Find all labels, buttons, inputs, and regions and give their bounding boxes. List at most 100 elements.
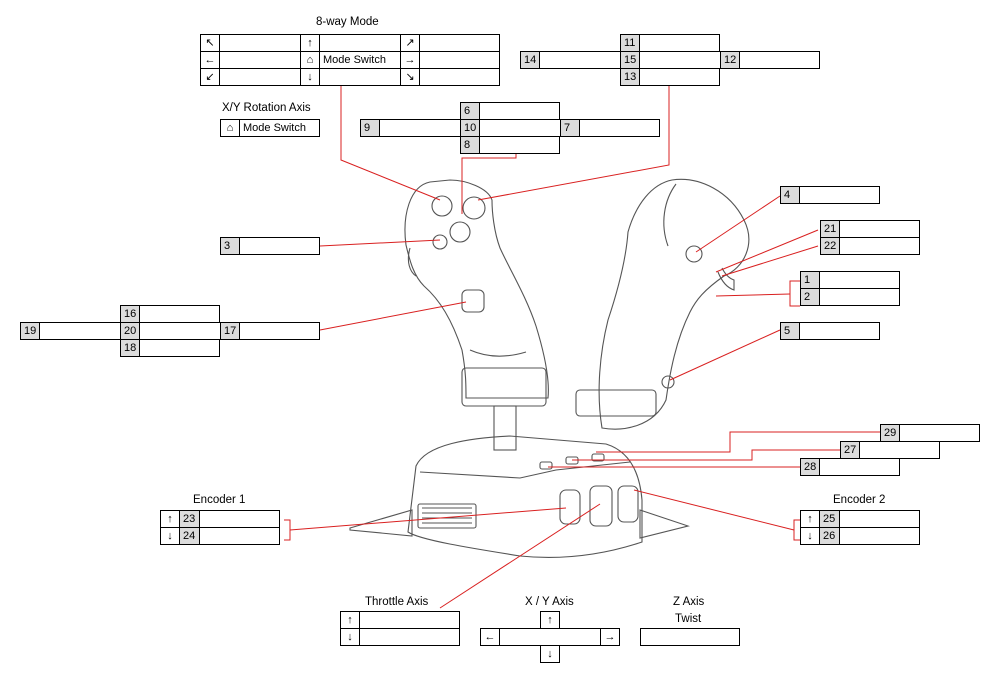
button-27-number: 27 <box>840 441 860 459</box>
z-axis-twist-field[interactable] <box>640 628 740 646</box>
leader-6-10 <box>461 152 517 214</box>
down-arrow-icon: ↓ <box>340 628 360 646</box>
right-stick-grip <box>598 178 750 430</box>
eightway-s-field[interactable] <box>319 68 401 86</box>
eightway-nw-field[interactable] <box>219 34 301 52</box>
button-17-number: 17 <box>220 322 240 340</box>
eightway-n-field[interactable] <box>319 34 401 52</box>
leader-1-2-link <box>715 293 791 297</box>
bracket-encoder-1 <box>284 519 291 541</box>
eightway-w-field[interactable] <box>219 51 301 69</box>
left-hat-a <box>431 195 453 217</box>
leader-22 <box>721 245 819 277</box>
up-arrow-icon: ↑ <box>540 611 560 629</box>
button-13-field[interactable] <box>639 68 720 86</box>
eightway-e-field[interactable] <box>419 51 500 69</box>
button-9-number: 9 <box>360 119 380 137</box>
button-19-field[interactable] <box>39 322 121 340</box>
base-button-28 <box>539 461 553 470</box>
eightway-ne-field[interactable] <box>419 34 500 52</box>
leader-21 <box>715 229 819 273</box>
w-arrow-icon: ← <box>200 51 220 69</box>
button-25-field[interactable] <box>839 510 920 528</box>
leader-encoder-2 <box>633 489 795 531</box>
button-12-field[interactable] <box>739 51 820 69</box>
button-19-number: 19 <box>20 322 40 340</box>
xy-axis-field[interactable] <box>499 628 601 646</box>
leader-29 <box>596 431 880 453</box>
home-icon: ⌂ <box>300 51 320 69</box>
mode-switch-label[interactable]: Mode Switch <box>319 51 401 69</box>
button-23-number: 23 <box>179 510 200 528</box>
base-body <box>407 435 643 559</box>
button-5-number: 5 <box>780 322 800 340</box>
throttle-down-field[interactable] <box>359 628 460 646</box>
button-5-field[interactable] <box>799 322 880 340</box>
button-7-number: 7 <box>560 119 580 137</box>
button-2-field[interactable] <box>819 288 900 306</box>
up-arrow-icon: ↑ <box>340 611 360 629</box>
button-11-number: 11 <box>620 34 640 52</box>
down-arrow-icon: ↓ <box>540 645 560 663</box>
button-21-number: 21 <box>820 220 840 238</box>
button-1-field[interactable] <box>819 271 900 289</box>
button-26-number: 26 <box>819 527 840 545</box>
button-24-field[interactable] <box>199 527 280 545</box>
xy-rotation-title: X/Y Rotation Axis <box>222 102 311 114</box>
button-28-field[interactable] <box>819 458 900 476</box>
e-arrow-icon: → <box>400 51 420 69</box>
button-6-field[interactable] <box>479 102 560 120</box>
button-3-field[interactable] <box>239 237 320 255</box>
button-22-field[interactable] <box>839 237 920 255</box>
button-3-number: 3 <box>220 237 240 255</box>
eightway-sw-field[interactable] <box>219 68 301 86</box>
throttle-up-field[interactable] <box>359 611 460 629</box>
right-button-4 <box>685 245 703 263</box>
leader-throttle <box>439 503 601 609</box>
xy-axis-title: X / Y Axis <box>525 596 574 608</box>
leader-encoder-1 <box>289 507 567 531</box>
button-10-field[interactable] <box>479 119 561 137</box>
n-arrow-icon: ↑ <box>300 34 320 52</box>
button-14-field[interactable] <box>539 51 621 69</box>
button-16-field[interactable] <box>139 305 220 323</box>
button-9-field[interactable] <box>379 119 461 137</box>
left-hat-b <box>462 196 486 220</box>
button-17-field[interactable] <box>239 322 320 340</box>
button-18-field[interactable] <box>139 339 220 357</box>
right-trigger <box>717 267 735 291</box>
eightway-se-field[interactable] <box>419 68 500 86</box>
button-4-field[interactable] <box>799 186 880 204</box>
button-4-number: 4 <box>780 186 800 204</box>
button-27-field[interactable] <box>859 441 940 459</box>
home-icon: ⌂ <box>220 119 240 137</box>
base-button-29 <box>591 453 605 462</box>
button-29-field[interactable] <box>899 424 980 442</box>
left-button-3 <box>432 234 448 250</box>
button-29-number: 29 <box>880 424 900 442</box>
nw-arrow-icon: ↖ <box>200 34 220 52</box>
leader-1-2 <box>789 280 800 307</box>
button-20-number: 20 <box>120 322 140 340</box>
eightway-title: 8-way Mode <box>316 16 379 28</box>
button-23-field[interactable] <box>199 510 280 528</box>
button-21-field[interactable] <box>839 220 920 238</box>
throttle-axis-title: Throttle Axis <box>365 596 429 608</box>
up-arrow-icon: ↑ <box>160 510 180 528</box>
encoder-2-wheel <box>617 485 639 523</box>
button-15-field[interactable] <box>639 51 721 69</box>
button-8-field[interactable] <box>479 136 560 154</box>
left-stick-pinky-trigger <box>407 247 417 277</box>
rotation-mode-switch-label[interactable]: Mode Switch <box>239 119 320 137</box>
base-plate <box>349 509 690 539</box>
button-13-number: 13 <box>620 68 640 86</box>
button-11-field[interactable] <box>639 34 720 52</box>
leader-11-15 <box>477 86 670 201</box>
button-20-field[interactable] <box>139 322 221 340</box>
button-7-field[interactable] <box>579 119 660 137</box>
button-14-number: 14 <box>520 51 540 69</box>
button-26-field[interactable] <box>839 527 920 545</box>
button-24-number: 24 <box>179 527 200 545</box>
encoder-1-title: Encoder 1 <box>193 494 246 506</box>
